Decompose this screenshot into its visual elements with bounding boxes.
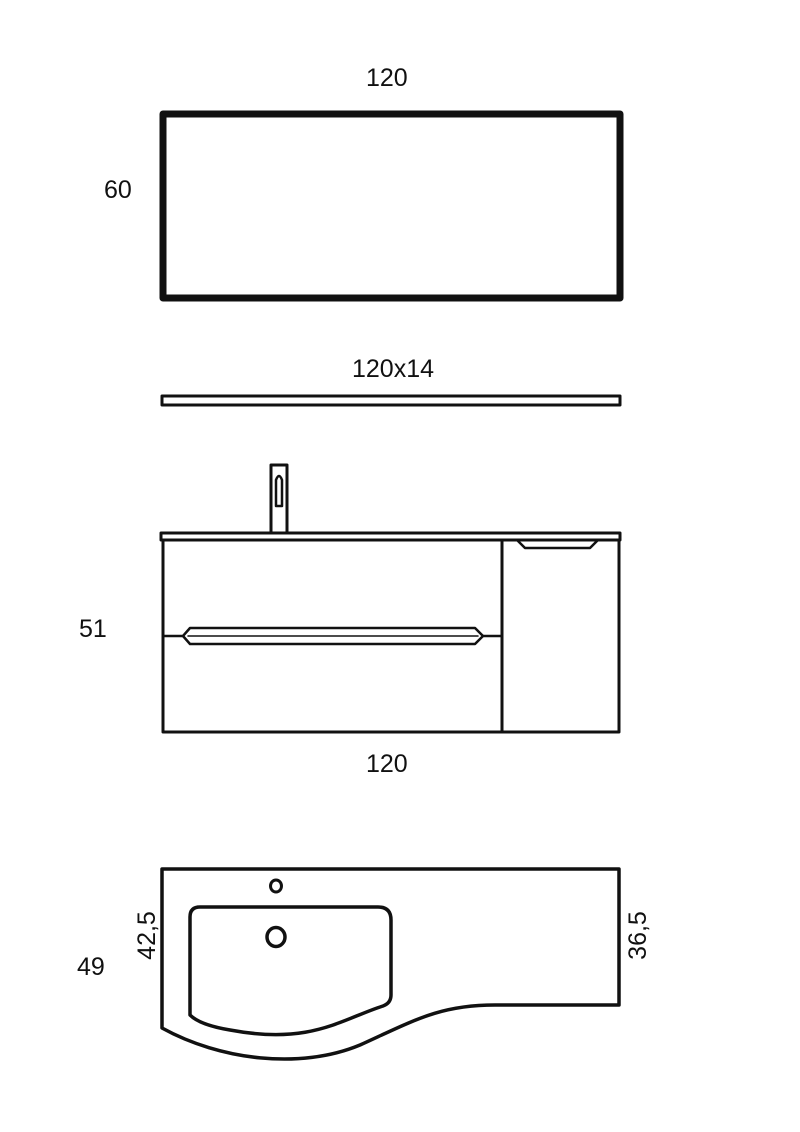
basin-right-side-label: 36,5 — [623, 911, 652, 960]
basin-top-outline — [160, 867, 621, 1061]
cabinet-height-label: 51 — [79, 615, 107, 643]
door-handle-icon — [515, 538, 600, 550]
drawer-handle-icon — [181, 626, 485, 646]
shelf-size-label: 120x14 — [352, 355, 435, 383]
shelf-outline — [160, 394, 622, 407]
mirror-outline — [159, 110, 624, 302]
mirror-height-label: 60 — [104, 176, 132, 204]
faucet-icon — [269, 463, 289, 535]
basin-left-side-label: 42,5 — [132, 911, 161, 960]
basin-depth-label: 49 — [77, 953, 105, 981]
mirror-width-label: 120 — [366, 64, 408, 92]
cabinet-width-label: 120 — [366, 750, 408, 778]
cabinet-front-outline — [159, 463, 622, 734]
